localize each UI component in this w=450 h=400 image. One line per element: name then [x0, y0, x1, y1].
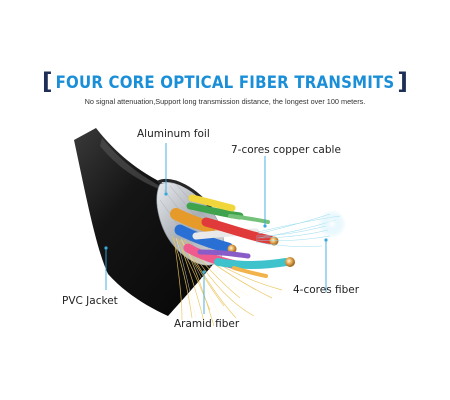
- main-title: FOUR CORE OPTICAL FIBER TRANSMITS: [55, 71, 395, 93]
- copper-cable-cores: [170, 194, 295, 278]
- core-thin-green: [228, 214, 270, 224]
- label-fiber: 4-cores fiber: [293, 284, 360, 296]
- pvc-jacket-body: [74, 128, 228, 316]
- core-blue: [174, 224, 234, 254]
- core-cyan: [214, 258, 290, 269]
- core-thin-orange: [232, 266, 268, 278]
- label-pvc-jacket: PVC Jacket: [62, 295, 118, 307]
- callout-pointers: [105, 143, 327, 314]
- label-copper-cable: 7-cores copper cable: [231, 144, 341, 156]
- header: [ FOUR CORE OPTICAL FIBER TRANSMITS ] No…: [0, 69, 450, 107]
- right-bracket-icon: ]: [397, 69, 408, 95]
- core-purple: [197, 249, 251, 259]
- core-red: [201, 217, 275, 245]
- left-bracket-icon: [: [42, 69, 53, 95]
- subtitle: No signal attenuation,Support long trans…: [84, 97, 366, 106]
- title-row: [ FOUR CORE OPTICAL FIBER TRANSMITS ]: [42, 69, 408, 95]
- core-blue-end: [227, 244, 237, 254]
- label-aluminum-foil: Aluminum foil: [137, 128, 210, 140]
- label-aramid-fiber: Aramid fiber: [174, 318, 240, 330]
- fiber-glow: [318, 210, 346, 238]
- core-yellow: [188, 194, 236, 212]
- pointer-dots: [104, 192, 328, 274]
- core-cyan-end: [285, 257, 295, 267]
